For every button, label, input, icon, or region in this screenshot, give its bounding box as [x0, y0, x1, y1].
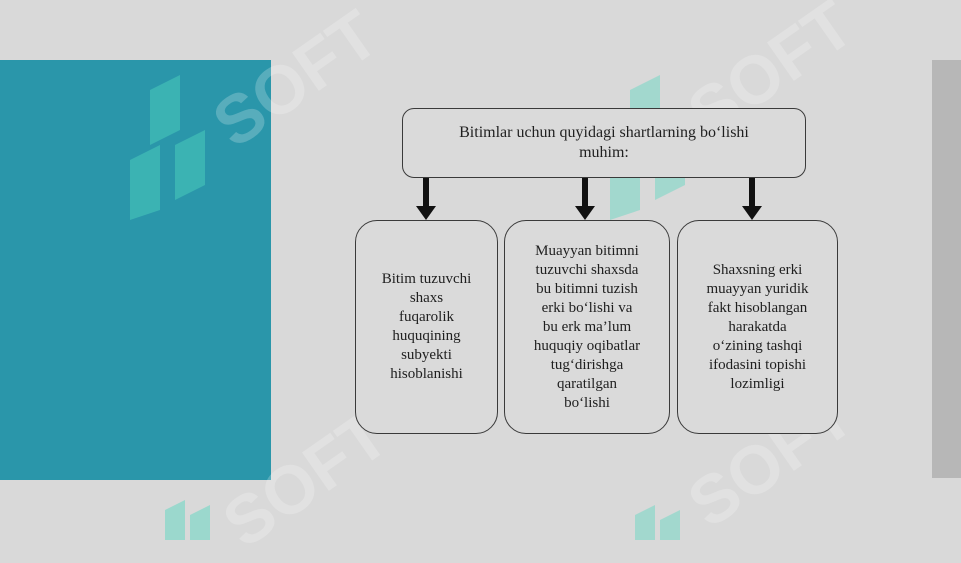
condition-box-3: Shaxsning erki muayyan yuridik fakt hiso… — [677, 220, 838, 434]
left-color-panel — [0, 60, 271, 480]
condition-text-3: Shaxsning erki muayyan yuridik fakt hiso… — [706, 261, 809, 392]
arrow-down-icon — [575, 178, 595, 220]
condition-box-1: Bitim tuzuvchi shaxs fuqarolik huquqinin… — [355, 220, 498, 434]
condition-text-1: Bitim tuzuvchi shaxs fuqarolik huquqinin… — [381, 271, 472, 382]
watermark-logo-icon — [165, 500, 210, 540]
right-side-bar — [932, 60, 961, 478]
condition-box-2: Muayyan bitimni tuzuvchi shaxsda bu biti… — [504, 220, 670, 434]
condition-text-2: Muayyan bitimni tuzuvchi shaxsda bu biti… — [533, 242, 641, 411]
arrow-down-icon — [742, 178, 762, 220]
diagram-title-box: Bitimlar uchun quyidagi shartlarning bo‘… — [402, 108, 806, 178]
arrow-down-icon — [416, 178, 436, 220]
watermark-logo-icon — [635, 505, 680, 540]
diagram-title: Bitimlar uchun quyidagi shartlarning bo‘… — [459, 124, 749, 161]
